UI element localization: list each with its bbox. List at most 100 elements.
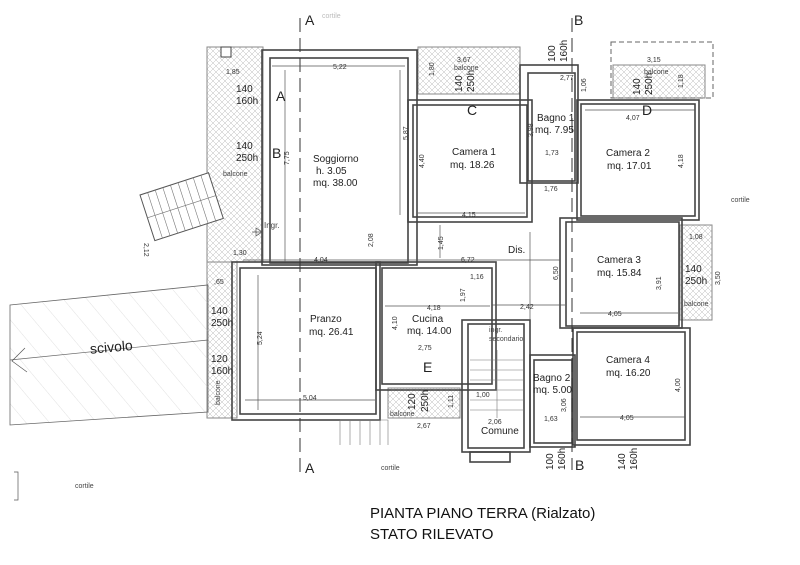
balcone-d-outline xyxy=(610,41,714,99)
svg-text:3,98: 3,98 xyxy=(528,123,535,137)
label-cortile-right: cortile xyxy=(731,197,750,204)
section-marker-b-bottom: B xyxy=(575,457,584,473)
svg-text:7,75: 7,75 xyxy=(284,151,291,165)
section-marker-a-top: A xyxy=(305,12,315,28)
svg-text:2,42: 2,42 xyxy=(520,304,534,311)
entrance-arrow-icon xyxy=(252,227,263,237)
room-camera3-name: Camera 3 xyxy=(597,255,641,266)
label-balcone-lower-left: balcone xyxy=(215,380,222,405)
svg-text:1,63: 1,63 xyxy=(544,416,558,423)
communal-stair xyxy=(339,350,524,445)
room-cucina-area: mq. 14.00 xyxy=(407,326,452,337)
room-camera1-area: mq. 18.26 xyxy=(450,160,495,171)
label-balcone-d: balcone xyxy=(644,69,669,76)
label-ingr-secondario-2: secondario xyxy=(489,336,523,343)
window-marker-d: D xyxy=(642,102,652,118)
svg-text:140: 140 xyxy=(632,78,643,95)
svg-text:120: 120 xyxy=(211,354,228,365)
room-camera4-name: Camera 4 xyxy=(606,355,650,366)
svg-text:4,10: 4,10 xyxy=(392,316,399,330)
svg-text:5,04: 5,04 xyxy=(303,395,317,402)
bracket-mark xyxy=(14,471,19,501)
svg-text:2,08: 2,08 xyxy=(368,233,375,247)
svg-text:4,40: 4,40 xyxy=(419,154,426,168)
external-stair xyxy=(139,172,224,242)
svg-text:3,15: 3,15 xyxy=(647,57,661,64)
svg-text:3,50: 3,50 xyxy=(715,271,722,285)
section-marker-a-bottom: A xyxy=(305,460,315,476)
svg-text:5,22: 5,22 xyxy=(333,64,347,71)
svg-text:2,67: 2,67 xyxy=(417,423,431,430)
svg-text:250h: 250h xyxy=(644,73,655,95)
label-cortile-left: cortile xyxy=(75,483,94,490)
room-bagno1-name: Bagno 1 xyxy=(537,113,575,124)
section-lines xyxy=(299,18,573,478)
svg-text:4,04: 4,04 xyxy=(314,257,328,264)
svg-text:3,06: 3,06 xyxy=(561,398,568,412)
svg-text:4,07: 4,07 xyxy=(626,115,640,122)
svg-text:250h: 250h xyxy=(420,390,431,412)
room-bagno2-area: mq. 5.00 xyxy=(533,385,572,396)
ramp-arrow-icon xyxy=(11,347,28,373)
svg-text:2,77: 2,77 xyxy=(560,75,574,82)
label-ingr-secondario-1: ingr. xyxy=(489,327,502,334)
window-marker-a: A xyxy=(276,88,286,104)
room-soggiorno-height: h. 3.05 xyxy=(316,166,347,177)
window-marker-e: E xyxy=(423,359,432,375)
svg-text:5,87: 5,87 xyxy=(403,126,410,140)
svg-text:1,45: 1,45 xyxy=(438,236,445,250)
pillar xyxy=(220,46,232,58)
drawing-subtitle: STATO RILEVATO xyxy=(370,526,494,543)
svg-text:1,18: 1,18 xyxy=(678,74,685,88)
label-balcone-right: balcone xyxy=(684,301,709,308)
svg-text:1,73: 1,73 xyxy=(545,150,559,157)
room-comune-name: Comune xyxy=(481,426,519,437)
room-soggiorno-name: Soggiorno xyxy=(313,154,359,165)
room-bagno2-name: Bagno 2 xyxy=(533,373,571,384)
label-ingresso: Ingr. xyxy=(264,221,280,230)
svg-text:250h: 250h xyxy=(236,153,258,164)
svg-text:2,75: 2,75 xyxy=(418,345,432,352)
svg-text:1,11: 1,11 xyxy=(448,395,455,408)
label-scivolo: scivolo xyxy=(89,337,133,357)
room-camera2-name: Camera 2 xyxy=(606,148,650,159)
svg-text:2,06: 2,06 xyxy=(488,419,502,426)
room-soggiorno-area: mq. 38.00 xyxy=(313,178,358,189)
svg-text:1,16: 1,16 xyxy=(470,274,484,281)
svg-text:250h: 250h xyxy=(685,276,707,287)
svg-text:1,08: 1,08 xyxy=(689,234,703,241)
balcone-right xyxy=(679,224,713,321)
room-bagno1-area: mq. 7.95 xyxy=(535,125,574,136)
room-pranzo-name: Pranzo xyxy=(310,314,342,325)
svg-text:4,05: 4,05 xyxy=(620,415,634,422)
svg-text:4,18: 4,18 xyxy=(427,305,441,312)
room-cucina-name: Cucina xyxy=(412,314,444,325)
room-camera2-area: mq. 17.01 xyxy=(607,161,652,172)
balcone-left-upper xyxy=(206,46,264,263)
label-balcone-left: balcone xyxy=(223,171,248,178)
svg-text:140: 140 xyxy=(685,264,702,275)
window-marker-b: B xyxy=(272,145,281,161)
room-pranzo-area: mq. 26.41 xyxy=(309,327,354,338)
svg-text:1,76: 1,76 xyxy=(544,186,558,193)
svg-text:4,15: 4,15 xyxy=(462,212,476,219)
svg-text:1,06: 1,06 xyxy=(581,78,588,92)
balcone-d xyxy=(612,64,706,99)
svg-text:2,12: 2,12 xyxy=(142,243,149,257)
svg-text:160h: 160h xyxy=(629,448,640,470)
room-dis-name: Dis. xyxy=(508,245,525,256)
svg-text:250h: 250h xyxy=(466,70,477,92)
svg-text:250h: 250h xyxy=(211,318,233,329)
svg-text:160h: 160h xyxy=(211,366,233,377)
svg-text:120: 120 xyxy=(407,393,418,410)
svg-text:160h: 160h xyxy=(236,96,258,107)
svg-text:3,67: 3,67 xyxy=(457,57,471,64)
svg-text:1,97: 1,97 xyxy=(460,288,467,302)
window-marker-c: C xyxy=(467,102,477,118)
scivolo-ramp xyxy=(9,284,209,426)
svg-text:1,30: 1,30 xyxy=(233,250,247,257)
room-camera3-area: mq. 15.84 xyxy=(597,268,642,279)
svg-text:1,80: 1,80 xyxy=(429,62,436,76)
